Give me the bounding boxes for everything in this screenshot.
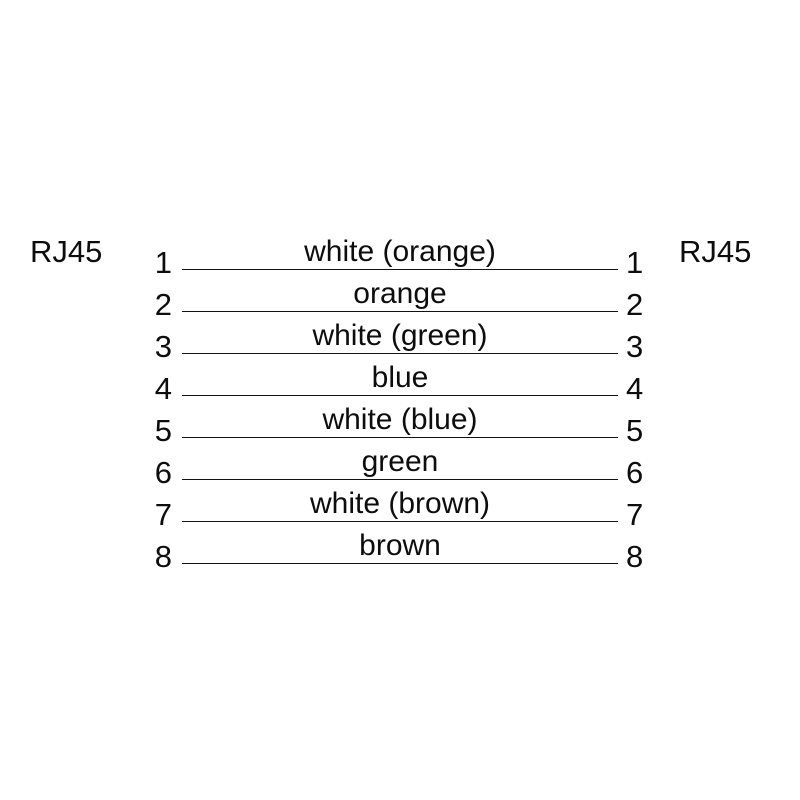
- wire-color-label: white (brown): [309, 487, 491, 520]
- pin-number-right: 3: [626, 329, 644, 364]
- connector-label-left: RJ45: [30, 234, 103, 269]
- pin-number-left: 4: [154, 371, 172, 406]
- pin-number-left: 6: [154, 455, 172, 490]
- wire-line: [182, 311, 618, 312]
- pin-number-left: 2: [154, 287, 172, 322]
- wire-line: [182, 563, 618, 564]
- pin-number-right: 8: [626, 539, 644, 574]
- pin-number-left: 8: [154, 539, 172, 574]
- pin-number-left: 1: [154, 245, 172, 280]
- wire-color-label: white (blue): [322, 403, 478, 436]
- pin-number-right: 2: [626, 287, 644, 322]
- pin-number-left: 3: [154, 329, 172, 364]
- wire-line: [182, 479, 618, 480]
- pin-number-right: 1: [626, 245, 644, 280]
- wire-line: [182, 521, 618, 522]
- pin-number-right: 5: [626, 413, 644, 448]
- wire-line: [182, 269, 618, 270]
- wire-line: [182, 395, 618, 396]
- wire-color-label: brown: [359, 529, 441, 562]
- pin-number-right: 7: [626, 497, 644, 532]
- wire-color-label: white (green): [312, 319, 488, 352]
- wire-line: [182, 437, 618, 438]
- connector-label-right: RJ45: [679, 234, 752, 269]
- pin-number-right: 4: [626, 371, 644, 406]
- pin-number-right: 6: [626, 455, 644, 490]
- wire-color-label: blue: [371, 361, 429, 394]
- pin-number-left: 7: [154, 497, 172, 532]
- wire-color-label: orange: [353, 277, 447, 310]
- wire-color-label: white (orange): [304, 235, 496, 268]
- wire-color-label: green: [361, 445, 439, 478]
- wire-line: [182, 353, 618, 354]
- pin-number-left: 5: [154, 413, 172, 448]
